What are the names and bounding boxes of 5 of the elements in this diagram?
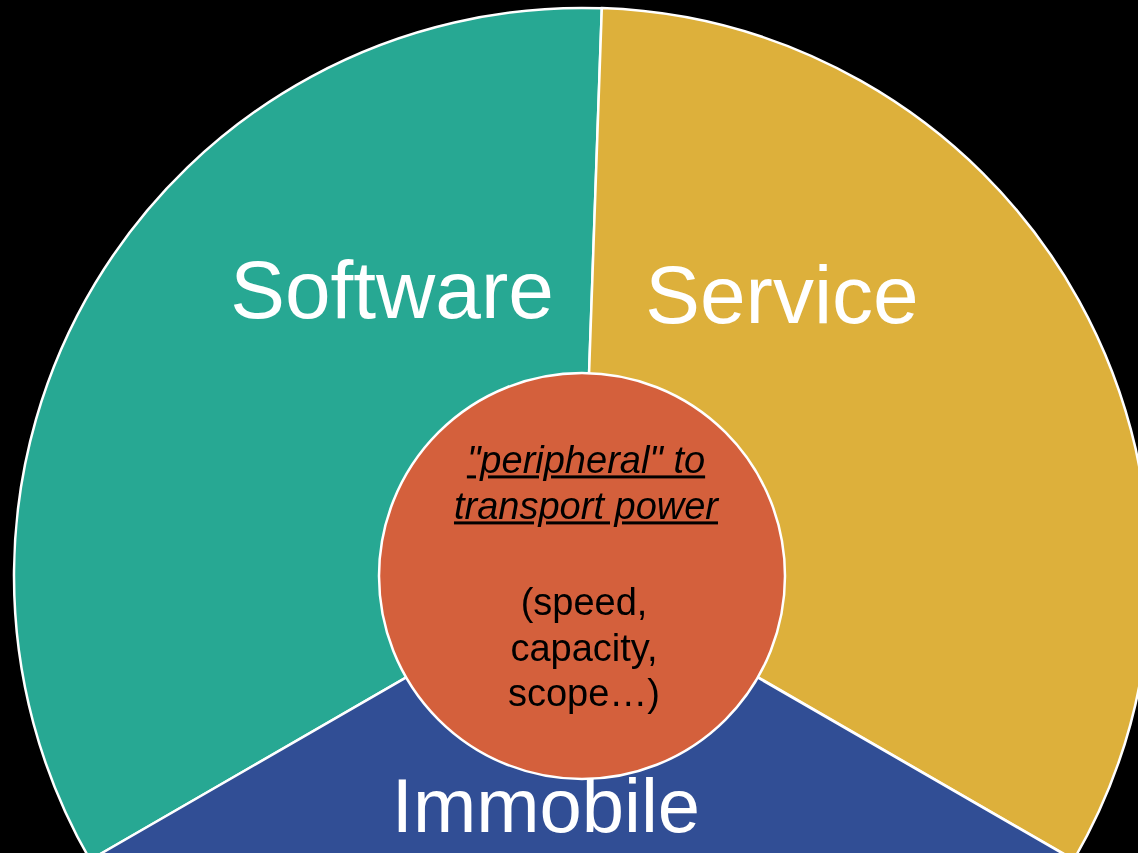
segment-label: Immobile bbox=[391, 762, 701, 851]
segment-label: Service bbox=[645, 247, 919, 342]
heading-text: "peripheral" to transport power bbox=[453, 438, 720, 529]
body-text: (speed, capacity, scope…) bbox=[506, 579, 662, 716]
segment-label: Software bbox=[230, 242, 554, 337]
